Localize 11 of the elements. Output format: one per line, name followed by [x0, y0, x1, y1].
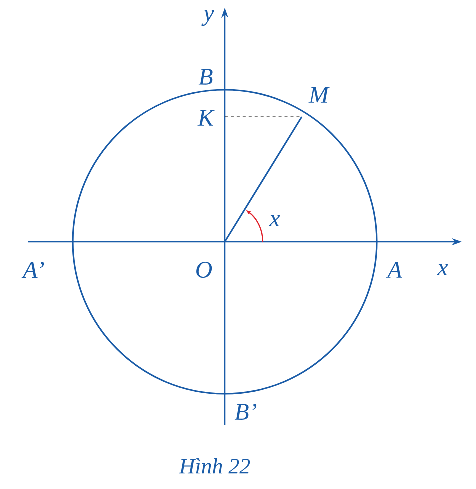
point-label: M [308, 87, 330, 103]
point-label: A’ [22, 262, 44, 278]
point-label: B’ [234, 404, 257, 420]
point-label: O [196, 262, 212, 278]
point-label: A [386, 262, 402, 278]
point-label: K [198, 110, 215, 126]
angle-label: x [269, 216, 280, 226]
axis-label: y [202, 10, 214, 26]
axis-label: x [437, 264, 448, 276]
caption: Hình 22 [179, 458, 250, 474]
point-label: B [198, 69, 213, 85]
